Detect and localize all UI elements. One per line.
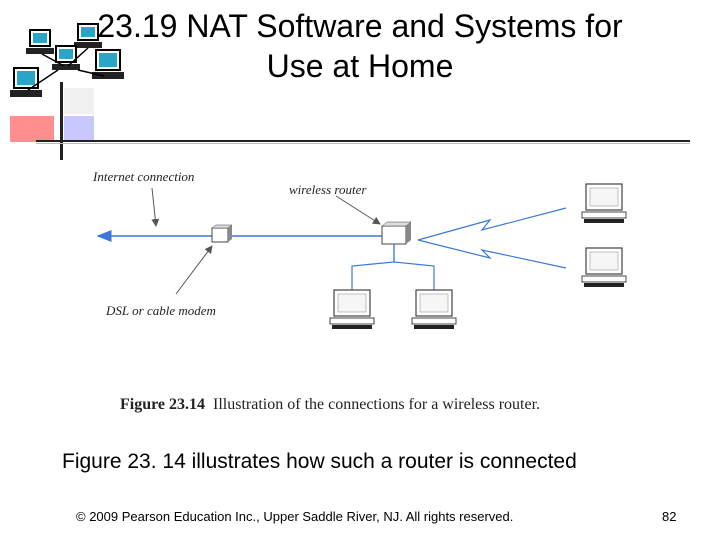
router-icon <box>382 222 411 244</box>
wired-connection-line <box>394 244 434 292</box>
slide-title: 23.19 NAT Software and Systems for Use a… <box>40 6 680 86</box>
title-divider-shadow <box>36 143 690 144</box>
internet-label-arrow <box>152 188 156 226</box>
modem-label-arrow <box>176 246 212 294</box>
wireless-router-label: wireless router <box>289 182 367 197</box>
desktop-computer-icon <box>412 290 456 329</box>
desktop-computer-icon <box>582 248 626 287</box>
slide-title-line2: Use at Home <box>40 46 680 86</box>
body-text: Figure 23. 14 illustrates how such a rou… <box>62 450 577 474</box>
decorative-blue-square <box>64 116 94 142</box>
title-divider <box>36 140 690 142</box>
wired-connection-line <box>352 244 394 292</box>
copyright-footer: © 2009 Pearson Education Inc., Upper Sad… <box>76 509 513 524</box>
decorative-red-square <box>10 116 54 142</box>
desktop-computer-icon <box>330 290 374 329</box>
router-label-arrow <box>336 196 380 224</box>
wireless-link-line <box>418 240 566 268</box>
desktop-computer-icon <box>582 184 626 223</box>
internet-connection-label: Internet connection <box>92 169 194 184</box>
figure-caption-text: Illustration of the connections for a wi… <box>213 396 540 413</box>
figure-caption: Figure 23.14 Illustration of the connect… <box>120 396 540 414</box>
page-number: 82 <box>662 509 676 524</box>
modem-label: DSL or cable modem <box>105 303 216 318</box>
logo-computer <box>10 68 42 97</box>
slide-title-line1: 23.19 NAT Software and Systems for <box>40 6 680 46</box>
wireless-router-diagram: Internet connection wireless router DSL … <box>0 150 720 430</box>
modem-icon <box>212 225 232 242</box>
figure-caption-number: Figure 23.14 <box>120 396 205 413</box>
wireless-link-line <box>418 208 566 240</box>
